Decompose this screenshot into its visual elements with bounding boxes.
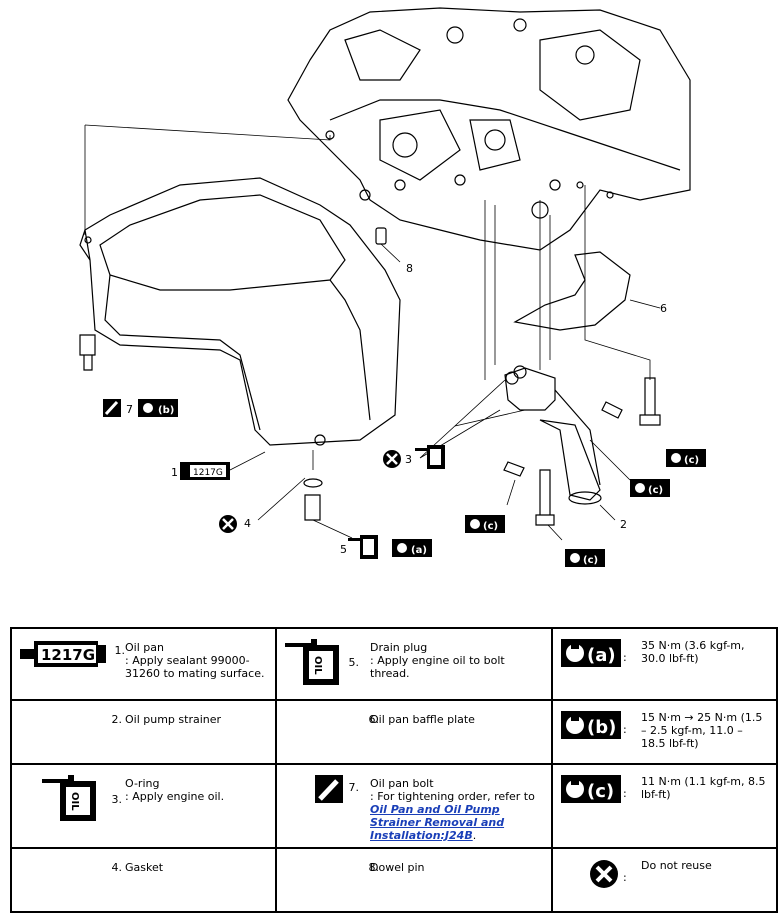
legend-item-6: 6. Oil pan baffle plate [277, 701, 551, 763]
item-number: 5. [348, 656, 360, 669]
item-name: O-ring [125, 777, 160, 790]
oil-can-icon: OIL [42, 775, 96, 821]
callout-3: 3 [405, 453, 412, 466]
item-number: 4. [111, 861, 123, 874]
item-name: Oil pan baffle plate [370, 713, 475, 726]
item-number: 7. [348, 781, 360, 794]
torque-value: 11 N·m (1.1 kgf-m, 8.5 lbf-ft) [641, 775, 766, 801]
oil-can-icon [415, 445, 445, 469]
legend-item-4: 4. Gasket [12, 849, 275, 911]
callout-6: 6 [660, 302, 667, 315]
sealant-tube-icon: 1217G [180, 462, 230, 480]
callout-4: 4 [244, 517, 251, 530]
oil-can-icon [348, 535, 378, 559]
legend-item-7: 7. Oil pan bolt : For tightening order, … [277, 765, 551, 847]
item-name: Oil pump strainer [125, 713, 222, 726]
callout-8: 8 [406, 262, 413, 275]
svg-text:(b): (b) [158, 405, 174, 416]
item-number: 1. [114, 644, 126, 657]
item-name: Oil pan bolt [370, 777, 434, 790]
torque-wrench-icon: (c) [561, 775, 621, 803]
item-number: 2. [111, 713, 123, 726]
torque-wrench-icon: (b) [561, 711, 621, 739]
torque-value: 15 N·m → 25 N·m (1.5 – 2.5 kgf-m, 11.0 –… [641, 711, 763, 750]
do-not-reuse-icon [590, 860, 618, 888]
svg-text:(b): (b) [587, 717, 616, 738]
callout-7: 7 [126, 403, 133, 416]
legend-torque-b: (b) : 15 N·m → 25 N·m (1.5 – 2.5 kgf-m, … [553, 701, 776, 763]
item-note: : Apply engine oil. [125, 790, 225, 803]
exploded-view-diagram: 8 6 1 4 5 3 7 2 1217G (b) (a) (c) (c) [79, 7, 706, 567]
svg-text:(c): (c) [648, 485, 663, 496]
item-note: : Apply sealant 99000-31260 to mating su… [125, 654, 265, 680]
svg-text:1217G: 1217G [193, 468, 223, 478]
svg-text:(c): (c) [684, 455, 699, 466]
svg-text:1217G: 1217G [41, 646, 95, 664]
callout-2: 2 [620, 518, 627, 531]
item-name: Drain plug [370, 641, 428, 654]
callout-5: 5 [340, 543, 347, 556]
svg-text:(c): (c) [587, 781, 614, 802]
legend-item-8: 8. Dowel pin [277, 849, 551, 911]
svg-text:OIL: OIL [69, 792, 80, 811]
item-name: Oil pan [125, 641, 164, 654]
legend-table: 1217G 1. Oil pan: Apply sealant 99000-31… [10, 627, 778, 913]
do-not-reuse-icon [219, 450, 401, 533]
torque-value: 35 N·m (3.6 kgf-m, 30.0 lbf-ft) [641, 639, 745, 665]
legend-item-5: OIL 5. Drain plug: Apply engine oil to b… [277, 629, 551, 699]
item-number: 3. [111, 793, 123, 806]
engine-block-outline [79, 7, 691, 541]
svg-text:(a): (a) [411, 545, 427, 556]
procedure-link[interactable]: Oil Pan and Oil Pump Strainer Removal an… [370, 803, 505, 842]
bolt-order-icon [315, 775, 343, 803]
legend-item-3: OIL 3. O-ring: Apply engine oil. [12, 765, 275, 847]
svg-text:(a): (a) [587, 645, 616, 666]
torque-wrench-icon: (a) [561, 639, 621, 667]
svg-text:(c): (c) [583, 555, 598, 566]
oil-can-icon: OIL [285, 639, 339, 685]
item-name: Dowel pin [370, 861, 425, 874]
no-reuse-label: Do not reuse [641, 859, 712, 872]
legend-item-1: 1217G 1. Oil pan: Apply sealant 99000-31… [12, 629, 275, 699]
torque-badge-c: (c) (c) (c) (c) [465, 449, 706, 567]
item-name: Gasket [125, 861, 164, 874]
legend-torque-a: (a) : 35 N·m (3.6 kgf-m, 30.0 lbf-ft) [553, 629, 776, 699]
torque-badge-b: (b) [138, 399, 178, 417]
bolt-order-icon [103, 399, 121, 417]
item-number: 6. [368, 713, 380, 726]
item-note: : Apply engine oil to bolt thread. [370, 654, 505, 680]
callout-1: 1 [171, 466, 178, 479]
legend-torque-c: (c) : 11 N·m (1.1 kgf-m, 8.5 lbf-ft) [553, 765, 776, 847]
torque-badge-a: (a) [392, 539, 432, 557]
sealant-tube-icon: 1217G [20, 641, 106, 667]
item-number: 8. [368, 861, 380, 874]
legend-item-2: 2. Oil pump strainer [12, 701, 275, 763]
svg-text:OIL: OIL [312, 656, 323, 675]
legend-no-reuse: : Do not reuse [553, 849, 776, 911]
svg-text:(c): (c) [483, 521, 498, 532]
